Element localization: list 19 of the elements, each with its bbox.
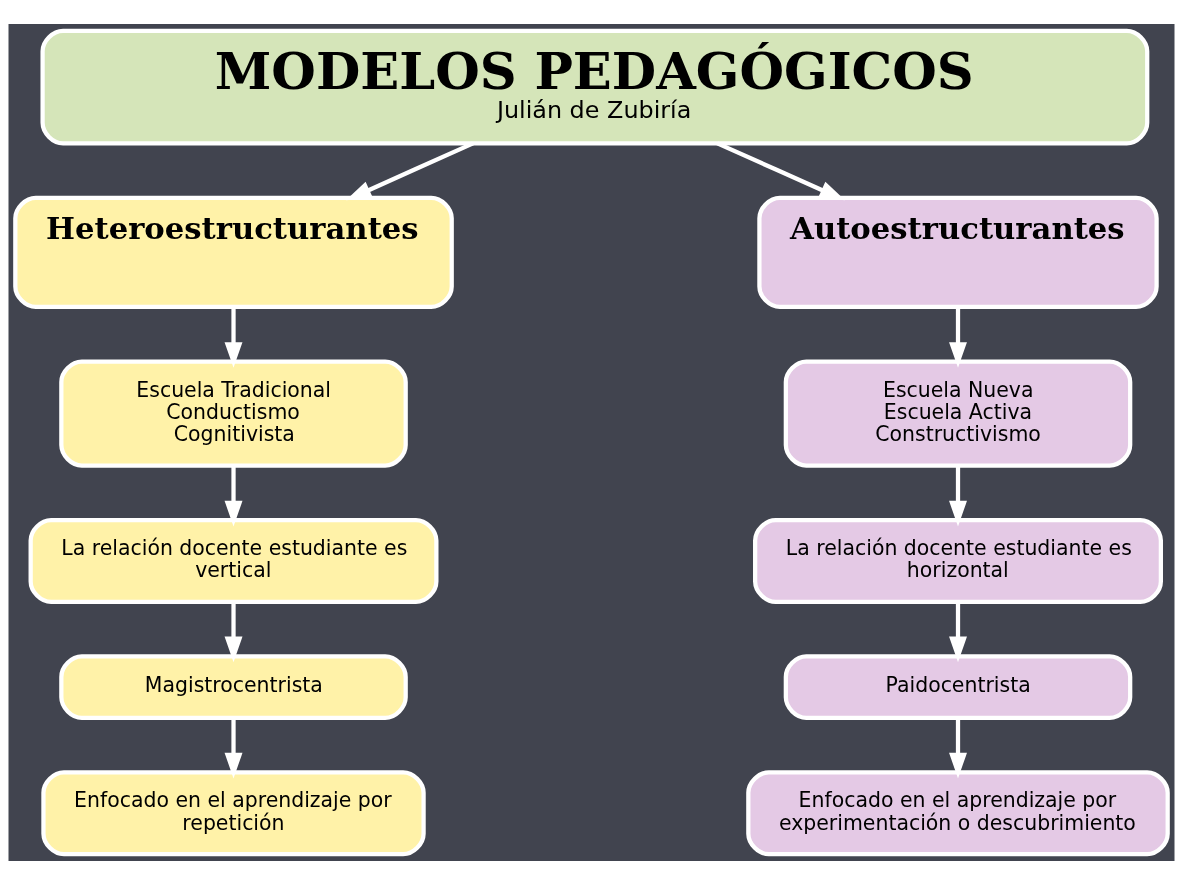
node-box: Heteroestructurantes <box>13 195 454 309</box>
node-box: La relación docente estudiante es horizontal <box>753 517 1163 604</box>
arrow <box>224 717 243 778</box>
node-box: La relación docente estudiante es vertical <box>28 517 439 604</box>
node-box: Enfocado en el aprendizaje por experimentación o descubrimiento <box>746 769 1170 856</box>
node-box: Escuela Tradicional Conductismo Cognitivista <box>59 358 408 468</box>
node-box: Paidocentrista <box>783 653 1133 720</box>
arrow <box>949 306 967 368</box>
arrow <box>224 465 243 526</box>
node-box: Escuela Nueva Escuela Activa Constructivismo <box>783 358 1133 468</box>
node-box: MODELOS PEDAGÓGICOS Julián de Zubiría <box>40 28 1150 145</box>
node-box: Autoestructurantes <box>757 195 1159 309</box>
arrow <box>224 306 243 368</box>
node-box: Magistrocentrista <box>59 653 408 720</box>
node-box: Enfocado en el aprendizaje por repetición <box>41 769 426 856</box>
arrow <box>224 601 243 662</box>
arrow <box>949 717 967 778</box>
arrow <box>949 465 967 526</box>
arrow <box>949 601 967 662</box>
